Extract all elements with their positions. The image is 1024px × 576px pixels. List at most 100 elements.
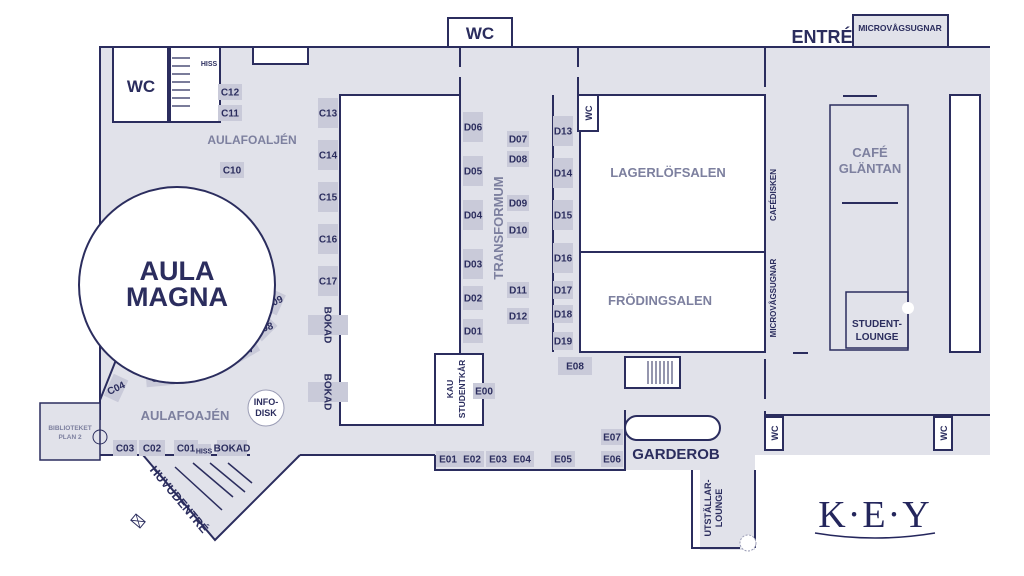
booth[interactable]: D06 — [463, 112, 483, 142]
booth-space — [558, 357, 592, 375]
booth-space — [220, 162, 244, 178]
booth[interactable]: D03 — [463, 249, 483, 279]
booth-label: E08 — [566, 362, 584, 373]
booth-space — [507, 151, 529, 167]
info-desk[interactable] — [247, 389, 285, 427]
info-desk-label: INFO- — [254, 397, 279, 407]
exhibitor-lounge-label: UTSTÄLLAR- — [703, 480, 713, 537]
booth[interactable]: C16 — [318, 224, 338, 254]
booth-label: D02 — [464, 294, 483, 305]
booth[interactable]: E06 — [601, 451, 623, 467]
corridor-bottom-wall — [434, 410, 626, 471]
booth[interactable]: D02 — [463, 286, 483, 310]
aula-magna-label: MAGNA — [126, 282, 228, 312]
wc-room — [112, 46, 169, 123]
booth-space — [553, 281, 573, 299]
wc-label: WC — [466, 24, 494, 43]
frodingsalen-room[interactable] — [579, 251, 766, 353]
booth[interactable]: D04 — [463, 200, 483, 230]
booth[interactable]: E05 — [551, 451, 575, 467]
booth[interactable]: D17 — [553, 281, 573, 299]
booth-space — [318, 98, 338, 128]
booth-label: D08 — [509, 155, 528, 166]
booth-space — [553, 116, 573, 146]
booth[interactable]: D08 — [507, 151, 529, 167]
booth[interactable]: C02 — [139, 440, 165, 456]
booth[interactable]: D16 — [553, 243, 573, 273]
booth[interactable]: BOKAD — [214, 440, 251, 456]
wc-label: WC — [939, 425, 949, 440]
lagerlofsalen-room[interactable] — [579, 94, 766, 253]
booth-label: E00 — [475, 387, 493, 398]
booth[interactable]: D01 — [463, 319, 483, 343]
booth[interactable]: E04 — [510, 451, 534, 467]
booth[interactable]: E07 — [601, 429, 623, 445]
booth[interactable]: D18 — [553, 305, 573, 323]
microwave-top-label: MICROVÅGSUGNAR — [858, 23, 942, 33]
booth-label: C14 — [319, 151, 338, 162]
booth[interactable]: C10 — [220, 162, 244, 178]
booth[interactable]: E01 — [436, 451, 460, 467]
booth[interactable]: BOKAD — [308, 307, 348, 344]
booth[interactable]: E00 — [473, 383, 495, 399]
booth-label: D12 — [509, 312, 528, 323]
booth-label: D04 — [464, 211, 483, 222]
booth-space — [308, 382, 348, 402]
booth[interactable]: D05 — [463, 156, 483, 186]
booth[interactable]: C15 — [318, 182, 338, 212]
booth-label: E01 — [439, 455, 457, 466]
booth[interactable]: C01 — [174, 440, 198, 456]
booth-space — [318, 224, 338, 254]
booth-label: E06 — [603, 455, 621, 466]
booth[interactable]: C14 — [318, 140, 338, 170]
booth[interactable]: C17 — [318, 266, 338, 296]
cafe-counter-label: CAFÉDISKEN — [769, 169, 778, 221]
booth[interactable]: D11 — [507, 282, 529, 298]
booth-label: HISS — [196, 449, 213, 456]
booth[interactable]: D14 — [553, 158, 573, 188]
booth-space — [507, 222, 529, 238]
booth[interactable]: E03 — [486, 451, 510, 467]
booth[interactable]: BOKAD — [308, 374, 348, 411]
booth[interactable]: E08 — [558, 357, 592, 375]
booth-space — [553, 305, 573, 323]
booth-space — [553, 332, 573, 350]
booth[interactable]: D19 — [553, 332, 573, 350]
booth-space — [113, 440, 137, 456]
booth[interactable]: HISS — [196, 444, 213, 456]
booth[interactable]: D13 — [553, 116, 573, 146]
booth[interactable]: C13 — [318, 98, 338, 128]
booth[interactable]: D12 — [507, 308, 529, 324]
booth[interactable]: C04 — [103, 373, 132, 403]
booth[interactable]: D10 — [507, 222, 529, 238]
wc-label: WC — [127, 77, 155, 96]
library-room — [39, 402, 101, 461]
booth-label: D16 — [554, 254, 573, 265]
booth[interactable]: E02 — [460, 451, 484, 467]
booth[interactable]: C03 — [113, 440, 137, 456]
wc-top — [447, 17, 513, 48]
booth-label: D07 — [509, 135, 528, 146]
booth[interactable]: D15 — [553, 200, 573, 230]
info-desk-label: DISK — [255, 408, 277, 418]
wc-east — [764, 416, 784, 451]
booth-space — [553, 243, 573, 273]
booth-space — [217, 440, 247, 456]
microwave-room — [852, 14, 949, 48]
transformum-label: TRANSFORMUM — [491, 176, 506, 279]
booth-space — [460, 451, 484, 467]
garderob-label[interactable]: GARDEROB — [632, 446, 720, 463]
booth-space — [463, 112, 483, 142]
booth[interactable]: D07 — [507, 131, 529, 147]
booth[interactable]: D09 — [507, 195, 529, 211]
booth-space — [463, 156, 483, 186]
booth[interactable]: C12 — [218, 84, 242, 100]
booth[interactable]: C11 — [218, 105, 242, 121]
entrance-label[interactable]: ENTRÉ — [791, 26, 852, 47]
microwave-side-label: MICROVÅGSUGNAR — [769, 258, 778, 337]
aula-magna-hall[interactable] — [78, 186, 276, 384]
booth-space — [507, 308, 529, 324]
booth-space — [473, 383, 495, 399]
booth-label: C17 — [319, 277, 338, 288]
sun-icon — [739, 534, 757, 552]
